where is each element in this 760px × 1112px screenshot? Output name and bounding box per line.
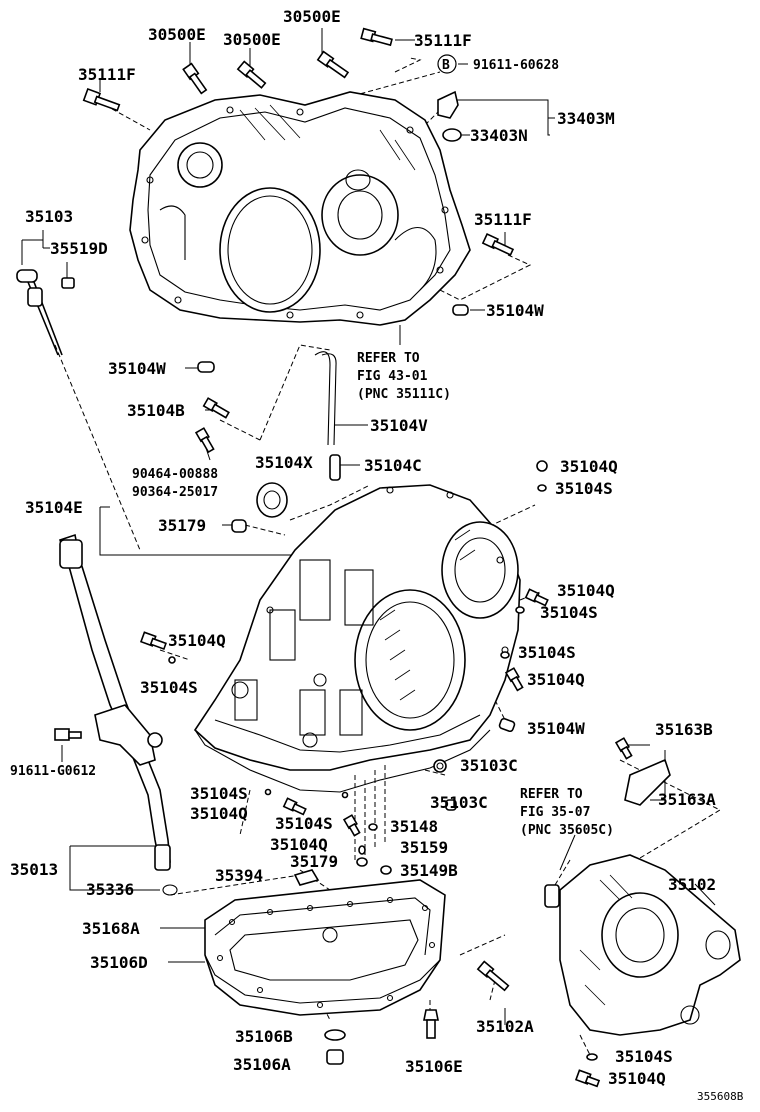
label-35111F: 35111F — [78, 65, 136, 84]
label-35104W: 35104W — [527, 719, 585, 738]
label-35102A: 35102A — [476, 1017, 534, 1036]
label-30500E: 30500E — [223, 30, 281, 49]
transaxle-housing — [129, 91, 471, 326]
label-35103: 35103 — [25, 207, 73, 226]
label-35104Q: 35104Q — [190, 804, 248, 823]
label-33403M: 33403M — [557, 109, 615, 128]
refer-note-line: REFER TO — [520, 787, 583, 802]
callout-b-circle — [437, 54, 457, 74]
dipstick — [16, 269, 75, 356]
label-35103C: 35103C — [460, 756, 518, 775]
label-35179: 35179 — [158, 516, 206, 535]
side-cover — [544, 854, 741, 1036]
label-33403N: 33403N — [470, 126, 528, 145]
refer-note-line: REFER TO — [357, 351, 420, 366]
label-35179: 35179 — [290, 852, 338, 871]
refer-note-line: FIG 35-07 — [520, 805, 590, 820]
refer-note-line: FIG 43-01 — [357, 369, 428, 384]
label-35148: 35148 — [390, 817, 438, 836]
refer-note-line: (PNC 35111C) — [357, 387, 451, 402]
label-35106A: 35106A — [233, 1055, 291, 1074]
label-35111F: 35111F — [414, 31, 472, 50]
label-91611-60628: 91611-60628 — [473, 58, 559, 73]
label-35104V: 35104V — [370, 416, 428, 435]
figure-id: 355608B — [697, 1090, 744, 1103]
callout-b-letter: B — [442, 58, 450, 73]
label-35104S: 35104S — [275, 814, 333, 833]
label-35104S: 35104S — [140, 678, 198, 697]
label-35104S: 35104S — [615, 1047, 673, 1066]
label-35013: 35013 — [10, 860, 58, 879]
label-30500E: 30500E — [148, 25, 206, 44]
label-35104W: 35104W — [486, 301, 544, 320]
label-35104Q: 35104Q — [557, 581, 615, 600]
label-35104Q: 35104Q — [527, 670, 585, 689]
label-35106B: 35106B — [235, 1027, 293, 1046]
label-35104S: 35104S — [518, 643, 576, 662]
label-35163A: 35163A — [658, 790, 716, 809]
transmission-case — [193, 484, 521, 793]
label-35104W: 35104W — [108, 359, 166, 378]
label-91611-G0612: 91611-G0612 — [10, 764, 96, 779]
label-35168A: 35168A — [82, 919, 140, 938]
label-35106E: 35106E — [405, 1057, 463, 1076]
refer-note-line: (PNC 35605C) — [520, 823, 614, 838]
label-35159: 35159 — [400, 838, 448, 857]
label-35104S: 35104S — [540, 603, 598, 622]
label-35163B: 35163B — [655, 720, 713, 739]
label-90464-00888: 90464-00888 — [132, 467, 218, 482]
label-35104E: 35104E — [25, 498, 83, 517]
label-90364-25017: 90364-25017 — [132, 485, 218, 500]
oil-pan — [204, 879, 446, 1016]
label-35104X: 35104X — [255, 453, 313, 472]
label-30500E: 30500E — [283, 7, 341, 26]
label-35394: 35394 — [215, 866, 263, 885]
label-35106D: 35106D — [90, 953, 148, 972]
guide-lines — [54, 57, 722, 1056]
label-35104Q: 35104Q — [270, 835, 328, 854]
label-35104Q: 35104Q — [168, 631, 226, 650]
label-35104Q: 35104Q — [560, 457, 618, 476]
part-labels: 30500E 30500E 30500E 35111F 35111F B 916… — [10, 7, 744, 1103]
label-35102: 35102 — [668, 875, 716, 894]
dipstick-tube — [58, 533, 178, 896]
small-parts — [54, 27, 671, 1088]
label-35519D: 35519D — [50, 239, 108, 258]
label-35104B: 35104B — [127, 401, 185, 420]
label-35336: 35336 — [86, 880, 134, 899]
label-35103C: 35103C — [430, 793, 488, 812]
label-35149B: 35149B — [400, 861, 458, 880]
label-35111F: 35111F — [474, 210, 532, 229]
label-35104S: 35104S — [555, 479, 613, 498]
label-35104Q: 35104Q — [608, 1069, 666, 1088]
label-35104S: 35104S — [190, 784, 248, 803]
label-35104C: 35104C — [364, 456, 422, 475]
